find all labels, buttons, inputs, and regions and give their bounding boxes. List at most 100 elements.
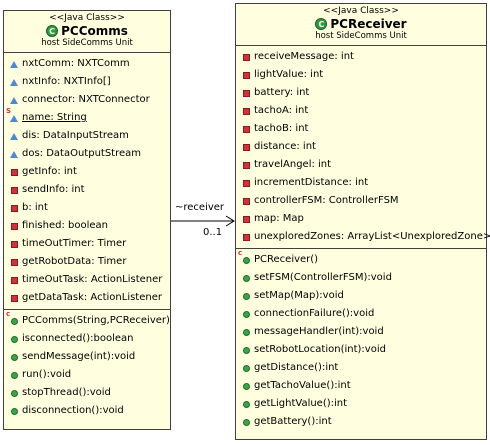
- pcreceiver-field-row[interactable]: controllerFSM: ControllerFSM: [236, 192, 486, 210]
- private-square-icon: [9, 289, 19, 307]
- pccomms-method-row[interactable]: disconnection():void: [4, 402, 170, 420]
- pcreceiver-field-row[interactable]: map: Map: [236, 210, 486, 228]
- pcreceiver-method-row[interactable]: getDistance():int: [236, 359, 486, 377]
- pccomms-field-row[interactable]: nxtInfo: NXTInfo[]: [4, 73, 170, 91]
- private-square-icon: [241, 192, 251, 210]
- public-circle-icon: [9, 348, 19, 366]
- pccomms-method-row[interactable]: run():void: [4, 366, 170, 384]
- pccomms-field-row[interactable]: getRobotData: Timer: [4, 253, 170, 271]
- pcreceiver-field-row[interactable]: incrementDistance: int: [236, 174, 486, 192]
- pccomms-method-row-label: run():void: [22, 369, 72, 380]
- pcreceiver-method-row[interactable]: setRobotLocation(int):void: [236, 341, 486, 359]
- pccomms-field-row[interactable]: dis: DataInputStream: [4, 127, 170, 145]
- pccomms-field-row[interactable]: dos: DataOutputStream: [4, 145, 170, 163]
- pcreceiver-method-row[interactable]: getTachoValue():int: [236, 377, 486, 395]
- pccomms-method-row[interactable]: isconnected():boolean: [4, 330, 170, 348]
- pcreceiver-title: C PCReceiver: [236, 17, 486, 31]
- pccomms-field-row[interactable]: getDataTask: ActionListener: [4, 289, 170, 307]
- pccomms-methods: c PCComms(String,PCReceiver) isconnected…: [4, 310, 170, 422]
- pccomms-field-row[interactable]: finished: boolean: [4, 217, 170, 235]
- pcreceiver-field-row[interactable]: tachoB: int: [236, 120, 486, 138]
- private-square-icon: [9, 163, 19, 181]
- pccomms-field-row[interactable]: nxtComm: NXTComm: [4, 55, 170, 73]
- pccomms-field-row[interactable]: timeOutTask: ActionListener: [4, 271, 170, 289]
- pcreceiver-name: PCReceiver: [330, 17, 407, 31]
- pccomms-title: C PCComms: [4, 24, 170, 38]
- public-circle-icon: [9, 384, 19, 402]
- pccomms-field-row-label: connector: NXTConnector: [22, 94, 150, 105]
- public-circle-icon: [9, 330, 19, 348]
- pcreceiver-method-row-label: messageHandler(int):void: [254, 326, 384, 337]
- pccomms-class-box[interactable]: <<Java Class>> C PCComms host SideComms …: [3, 10, 171, 430]
- pcreceiver-field-row[interactable]: distance: int: [236, 138, 486, 156]
- public-circle-icon: [241, 323, 251, 341]
- pccomms-field-row[interactable]: connector: NXTConnector: [4, 91, 170, 109]
- pccomms-field-row-label: dos: DataOutputStream: [22, 148, 142, 159]
- pcreceiver-field-row[interactable]: receiveMessage: int: [236, 48, 486, 66]
- pcreceiver-method-row[interactable]: getBattery():int: [236, 413, 486, 431]
- pcreceiver-method-row-label: getBattery():int: [254, 416, 332, 427]
- pcreceiver-method-row[interactable]: setMap(Map):void: [236, 287, 486, 305]
- private-square-icon: [241, 138, 251, 156]
- pcreceiver-method-row[interactable]: setFSM(ControllerFSM):void: [236, 269, 486, 287]
- pcreceiver-method-row-label: getDistance():int: [254, 362, 339, 373]
- pcreceiver-method-row[interactable]: getLightValue():int: [236, 395, 486, 413]
- pcreceiver-field-row-label: incrementDistance: int: [254, 177, 369, 188]
- pccomms-field-row-label: timeOutTimer: Timer: [22, 238, 127, 249]
- private-square-icon: [241, 174, 251, 192]
- pccomms-field-row-label: dis: DataInputStream: [22, 130, 129, 141]
- pccomms-method-row-label: stopThread():void: [22, 387, 111, 398]
- pcreceiver-field-row[interactable]: travelAngel: int: [236, 156, 486, 174]
- pcreceiver-field-row[interactable]: unexploredZones: ArrayList<UnexploredZon…: [236, 228, 490, 246]
- pccomms-field-row-label: timeOutTask: ActionListener: [22, 274, 163, 285]
- pcreceiver-class-box[interactable]: <<Java Class>> C PCReceiver host SideCom…: [235, 3, 490, 440]
- pcreceiver-field-row[interactable]: battery: int: [236, 84, 486, 102]
- pccomms-stereotype: <<Java Class>>: [49, 13, 125, 23]
- pcreceiver-method-row[interactable]: connectionFailure():void: [236, 305, 486, 323]
- private-square-icon: [9, 235, 19, 253]
- public-circle-icon: [9, 366, 19, 384]
- pcreceiver-field-row[interactable]: tachoA: int: [236, 102, 486, 120]
- public-circle-icon: [241, 377, 251, 395]
- pcreceiver-field-row-label: distance: int: [254, 141, 316, 152]
- pcreceiver-field-row-label: controllerFSM: ControllerFSM: [254, 195, 399, 206]
- private-square-icon: [241, 210, 251, 228]
- pccomms-constructor-row[interactable]: c PCComms(String,PCReceiver): [4, 310, 170, 330]
- pccomms-field-row[interactable]: getInfo: int: [4, 163, 170, 181]
- pcreceiver-field-row[interactable]: lightValue: int: [236, 66, 486, 84]
- pcreceiver-method-row-label: getLightValue():int: [254, 398, 348, 409]
- pccomms-method-row-label: isconnected():boolean: [22, 333, 134, 344]
- pccomms-field-row[interactable]: timeOutTimer: Timer: [4, 235, 170, 253]
- private-square-icon: [9, 271, 19, 289]
- pccomms-name: PCComms: [61, 24, 128, 38]
- constructor-icon: c: [238, 249, 251, 269]
- private-square-icon: [241, 228, 251, 246]
- pccomms-method-row-label: disconnection():void: [22, 405, 124, 416]
- association-multiplicity: 0..1: [203, 227, 223, 238]
- pccomms-field-row[interactable]: sendInfo: int: [4, 181, 170, 199]
- pccomms-method-row[interactable]: stopThread():void: [4, 384, 170, 402]
- private-square-icon: [241, 84, 251, 102]
- pccomms-header: <<Java Class>> C PCComms host SideComms …: [4, 11, 170, 53]
- pcreceiver-method-row-label: connectionFailure():void: [254, 308, 375, 319]
- association-arrow[interactable]: [171, 214, 237, 228]
- pcreceiver-package: host SideComms Unit: [315, 31, 407, 41]
- pcreceiver-header: <<Java Class>> C PCReceiver host SideCom…: [236, 4, 486, 46]
- pcreceiver-constructor-row[interactable]: c PCReceiver(): [236, 249, 486, 269]
- pcreceiver-method-row[interactable]: messageHandler(int):void: [236, 323, 486, 341]
- pcreceiver-field-row-label: map: Map: [254, 213, 304, 224]
- pccomms-field-row[interactable]: b: int: [4, 199, 170, 217]
- private-square-icon: [9, 253, 19, 271]
- package-triangle-icon: [9, 55, 19, 73]
- private-square-icon: [241, 120, 251, 138]
- association-role: ~receiver: [175, 202, 225, 213]
- public-circle-icon: [9, 402, 19, 420]
- pccomms-method-row[interactable]: sendMessage(int):void: [4, 348, 170, 366]
- private-square-icon: [241, 48, 251, 66]
- public-circle-icon: [241, 395, 251, 413]
- pcreceiver-constructor: PCReceiver(): [254, 254, 319, 265]
- pccomms-field-row-label: name: String: [22, 112, 87, 123]
- pcreceiver-field-row-label: battery: int: [254, 87, 310, 98]
- pccomms-method-row-label: sendMessage(int):void: [22, 351, 136, 362]
